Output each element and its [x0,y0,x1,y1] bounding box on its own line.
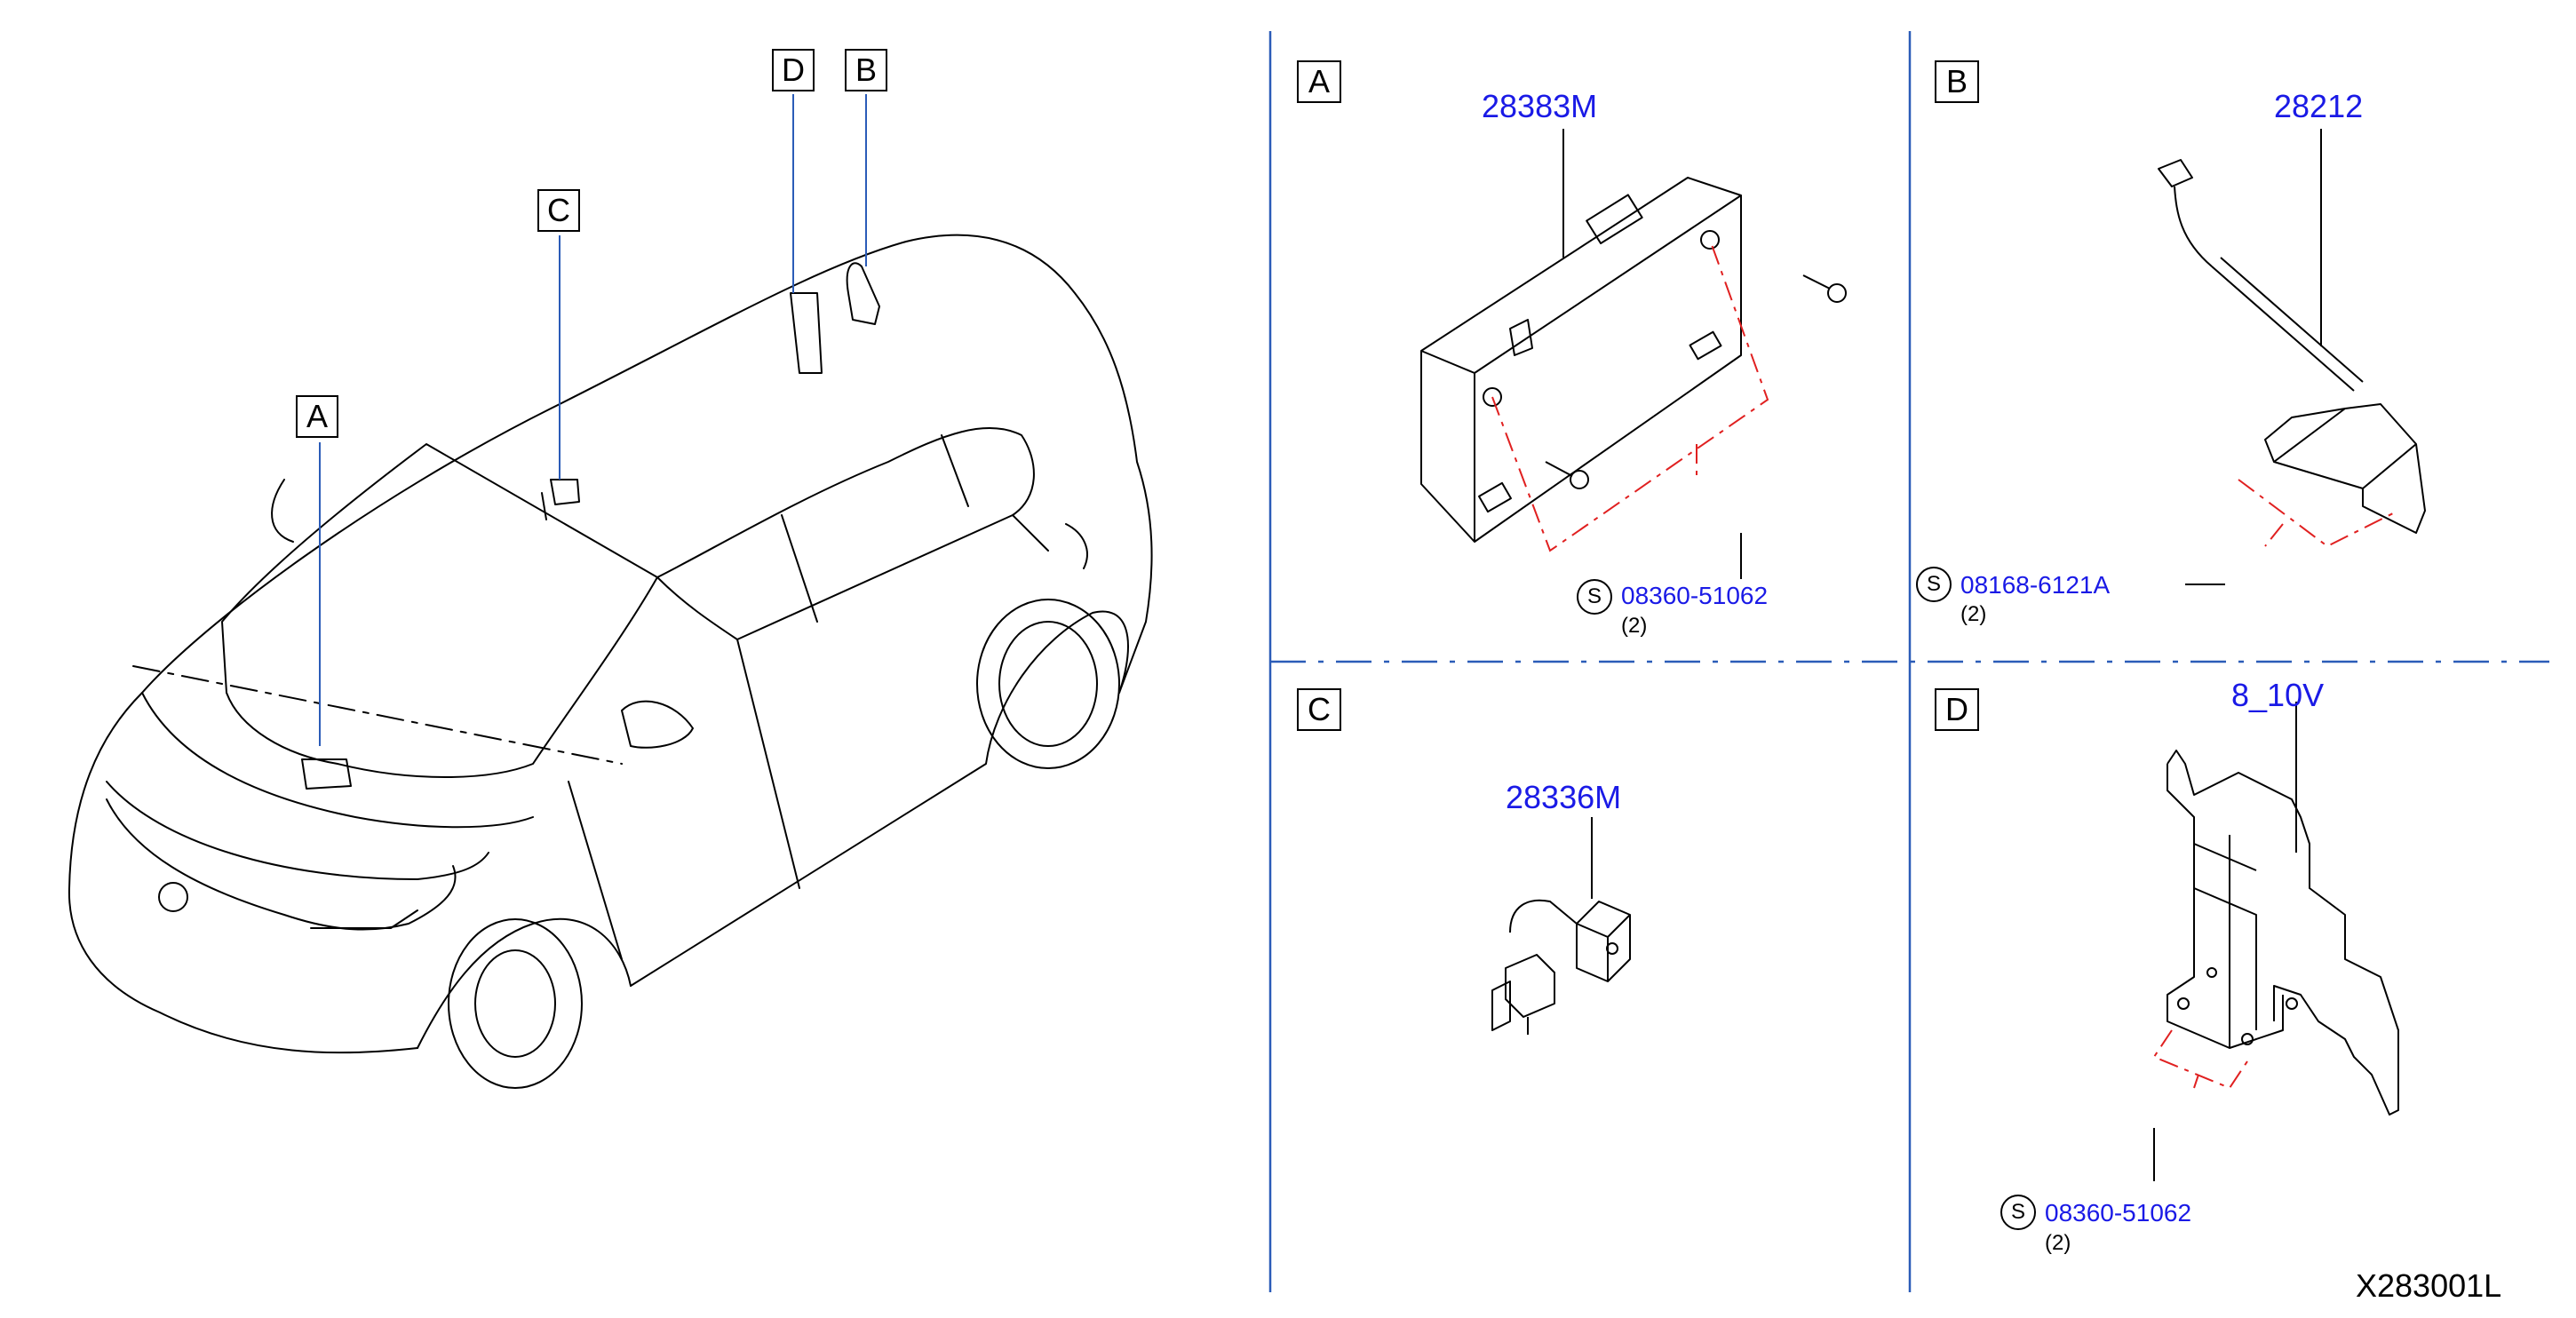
panel-a-module-drawing [1420,177,1847,543]
overview-leaders [319,94,867,746]
panel-a-screw-number: 08360-51062 [1621,582,1769,609]
panel-c-connector-drawing [1491,899,1631,1035]
panel-b-screw-number: 08168-6121A [1960,571,2111,599]
panel-b-label: B [1935,60,1979,103]
panel-a-label: A [1297,60,1341,103]
panel-c-part-number: 28336M [1506,779,1622,815]
panel-d-screw-symbol: S [2000,1195,2036,1230]
panel-d-label: D [1935,688,1979,731]
panel-d-dash-outline [2152,1029,2248,1090]
panel-a-screw-qty: (2) [1621,614,1648,638]
panel-b-part-number: 28212 [2274,88,2364,124]
panel-c-label: C [1297,688,1341,731]
panel-a-leaders [1562,129,1742,579]
overview-callout-a: A [296,395,338,438]
panel-d-screw-number: 08360-51062 [2045,1199,2192,1227]
panel-b-leaders [2185,129,2322,585]
panel-dividers [1268,31,2549,1292]
panel-d-part-number: 8_10V [2231,677,2325,713]
panel-d-bracket-drawing [2167,750,2399,1116]
overview-callout-c: C [537,189,580,232]
panel-a-dash-outline [1491,239,1769,552]
car-overview-drawing [68,234,1153,1089]
panel-a-screw-symbol: S [1577,579,1612,615]
panel-d-screw-qty: (2) [2045,1231,2071,1255]
overview-callout-d: D [772,49,815,91]
diagram-code: X283001L [2356,1267,2502,1304]
panel-b-screw-symbol: S [1916,567,1952,602]
panel-b-dash-outline [2238,479,2399,548]
panel-b-screw-qty: (2) [1960,602,1987,626]
overview-callout-b: B [845,49,887,91]
panel-a-part-number: 28383M [1482,88,1598,124]
panel-d-leaders [2153,702,2297,1181]
panel-b-antenna-drawing [2158,159,2426,534]
